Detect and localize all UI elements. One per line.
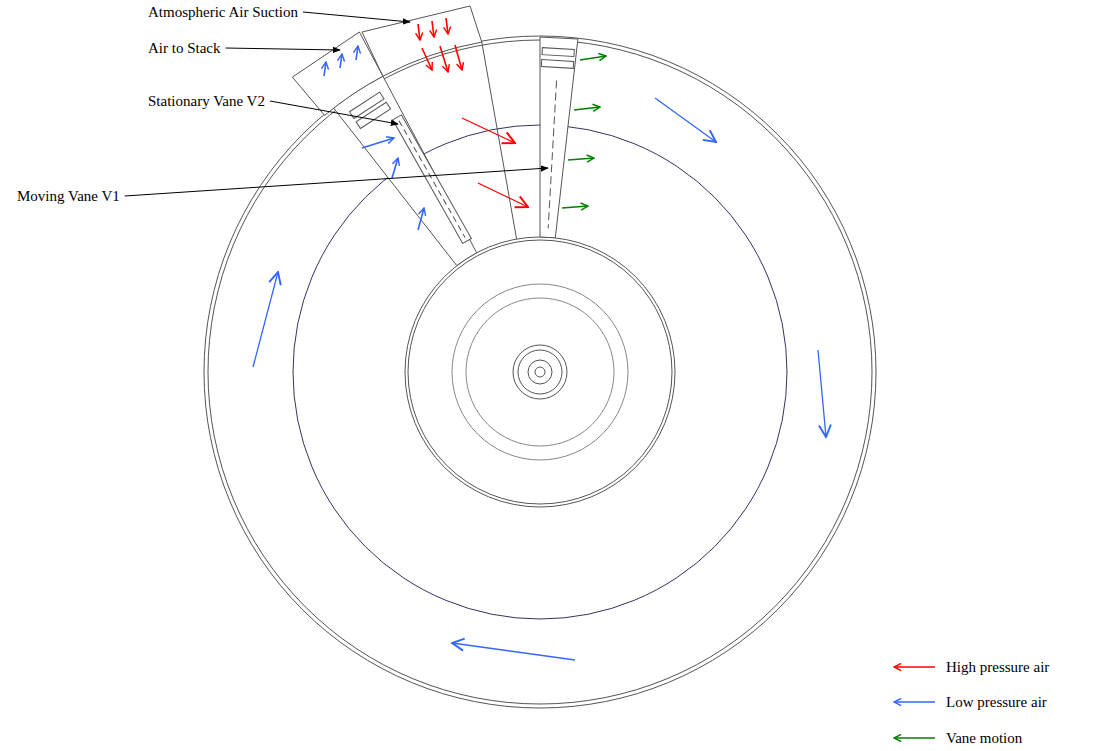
flow-arrow [324, 62, 326, 76]
legend-arrow [890, 729, 938, 747]
stack-chamber-details [350, 92, 391, 128]
legend-item: Vane motion [890, 729, 1022, 747]
legend-arrow [890, 658, 938, 676]
vane-seal [542, 48, 574, 57]
vane-centerline [548, 80, 556, 228]
suction-inlet-box [362, 6, 482, 76]
leader-line [303, 12, 410, 22]
legend-label: Low pressure air [946, 694, 1047, 710]
vane-centerline [399, 121, 465, 238]
motion-arrow [574, 107, 600, 110]
low-pressure-arrows [253, 46, 826, 660]
flow-arrow [462, 118, 515, 143]
shaft-ring [513, 345, 567, 399]
flow-arrow [446, 18, 448, 34]
stack-chamber [334, 76, 477, 265]
legend-arrow-line [894, 737, 935, 739]
legend-label: Vane motion [946, 730, 1022, 746]
legend-item: High pressure air [890, 658, 1049, 676]
shaft-center [535, 367, 545, 377]
legend-label: High pressure air [946, 659, 1049, 675]
vane-seal [541, 60, 573, 69]
flow-arrow [432, 21, 434, 37]
part-label: Atmospheric Air Suction [148, 4, 298, 20]
legend-arrow-line [894, 666, 935, 668]
legend-arrow [890, 693, 938, 711]
part-label: Moving Vane V1 [17, 188, 120, 204]
motion-arrow [562, 206, 588, 208]
casing-circles [204, 36, 876, 708]
flow-arrow [455, 45, 462, 70]
suction-wall [482, 42, 517, 239]
leader-line [270, 101, 398, 124]
flow-arrow [655, 98, 716, 142]
vane-seal [356, 102, 391, 128]
legend-item: Low pressure air [890, 693, 1047, 711]
leader-line [125, 168, 548, 196]
hub-outer [405, 237, 675, 507]
flow-arrow [253, 272, 278, 367]
hub-ring [466, 298, 614, 446]
flow-arrow [418, 24, 420, 40]
stationary-vane-body [393, 115, 472, 244]
flow-arrow [422, 48, 432, 70]
flow-arrow [440, 46, 448, 72]
flow-arrow [392, 158, 398, 178]
flow-arrow [340, 54, 342, 68]
flow-arrow [818, 350, 826, 437]
shaft [528, 360, 552, 384]
flow-arrow [362, 138, 394, 148]
motion-arrow [580, 56, 606, 60]
legend-arrow-line [894, 701, 935, 703]
hub-inner [408, 240, 672, 504]
stationary-housing [292, 6, 516, 266]
part-label: Stationary Vane V2 [148, 93, 265, 109]
shaft-ring [518, 350, 562, 394]
flow-arrow [452, 643, 575, 660]
hub-ring [452, 284, 628, 460]
part-label: Air to Stack [148, 40, 221, 56]
stationary-vane [393, 115, 472, 244]
motion-arrow [568, 158, 594, 160]
leader-line [226, 48, 341, 50]
flow-arrow [356, 46, 358, 60]
outer-casing [204, 36, 876, 708]
vane-motion-arrows [562, 56, 606, 208]
high-pressure-arrows [418, 18, 528, 207]
flow-arrow [478, 183, 528, 207]
flow-arrow [418, 208, 424, 230]
moving-vane-details [532, 48, 574, 230]
